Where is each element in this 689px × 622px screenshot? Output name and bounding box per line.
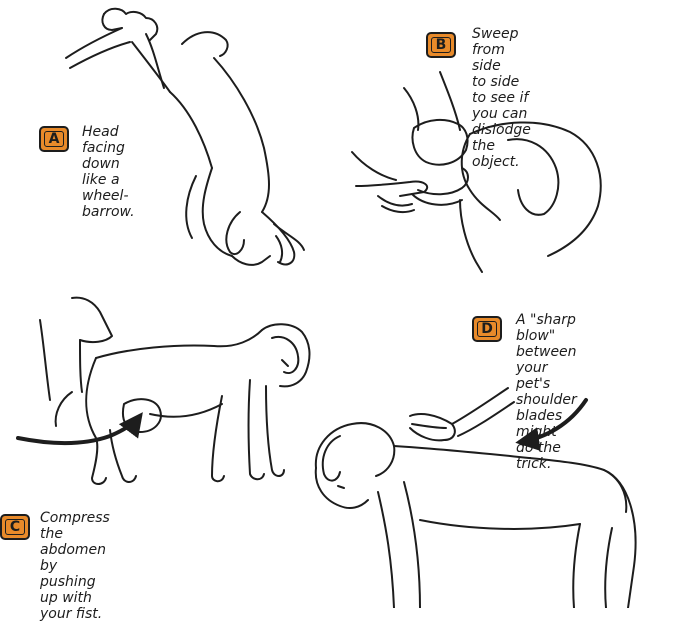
step-c-caption: Compress the abdomen by pushing up with … [40, 510, 110, 622]
step-c-badge: C [0, 514, 30, 540]
step-a-badge: A [39, 126, 69, 152]
step-d-caption: A "sharp blow" between your pet's should… [516, 312, 577, 472]
abdomen-compression-illustration [16, 296, 311, 485]
mouth-sweep-illustration [351, 71, 602, 273]
step-d-badge: D [472, 316, 502, 342]
illustration-canvas [16, 7, 637, 608]
step-d-letter: D [477, 321, 497, 337]
step-b-letter: B [431, 37, 451, 53]
step-c-letter: C [5, 519, 25, 535]
step-a-caption: Head facing down like a wheel- barrow. [82, 124, 135, 220]
shoulder-blow-illustration [314, 387, 637, 608]
step-b-caption: Sweep from side to side to see if you ca… [472, 26, 531, 170]
step-a-letter: A [44, 131, 64, 147]
step-b-badge: B [426, 32, 456, 58]
dog-upside-down-illustration [65, 7, 305, 266]
